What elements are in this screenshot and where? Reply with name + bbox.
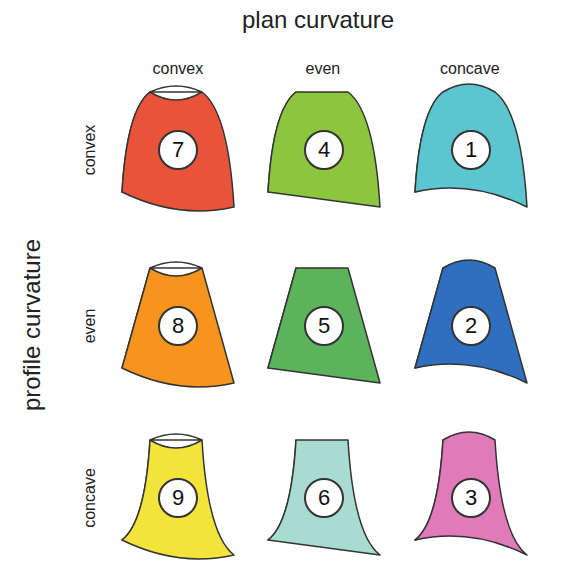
callout-circle: 7 [158,130,198,170]
callout-number: 6 [318,487,330,509]
callout-number: 9 [172,487,184,509]
callout-number: 2 [465,315,477,337]
callout-circle: 9 [158,478,198,518]
slope-block [415,260,527,383]
column-header: convex [153,61,204,77]
slope-face [122,92,234,211]
slope-face [415,432,527,555]
callout-circle: 3 [451,478,491,518]
callout-number: 3 [465,487,477,509]
slope-block [268,92,380,207]
callout-circle: 6 [304,478,344,518]
slope-face [415,260,527,383]
axis-title: plan curvature [242,8,394,32]
slope-face [268,440,380,555]
top-face [150,262,202,268]
slope-face [268,92,380,207]
axis-title: profile curvature [20,239,44,411]
slope-block [122,434,234,559]
slope-block [122,86,234,211]
callout-number: 1 [465,139,477,161]
row-header: concave [82,468,98,528]
callout-circle: 8 [158,306,198,346]
column-header: concave [440,61,500,77]
slope-block [268,440,380,555]
top-face [150,434,202,440]
top-face [150,86,202,92]
slope-block [415,432,527,555]
callout-number: 5 [318,315,330,337]
slope-face [268,268,380,383]
callout-number: 4 [318,139,330,161]
row-header: convex [82,125,98,176]
callout-circle: 5 [304,306,344,346]
slope-block [268,268,380,383]
slope-block [122,262,234,387]
slope-face [122,440,234,559]
callout-circle: 4 [304,130,344,170]
slope-face [415,84,527,207]
row-header: even [82,309,98,344]
callout-number: 8 [172,315,184,337]
slope-block [415,84,527,207]
callout-circle: 1 [451,130,491,170]
callout-circle: 2 [451,306,491,346]
slope-face [122,268,234,387]
callout-number: 7 [172,139,184,161]
column-header: even [306,61,341,77]
